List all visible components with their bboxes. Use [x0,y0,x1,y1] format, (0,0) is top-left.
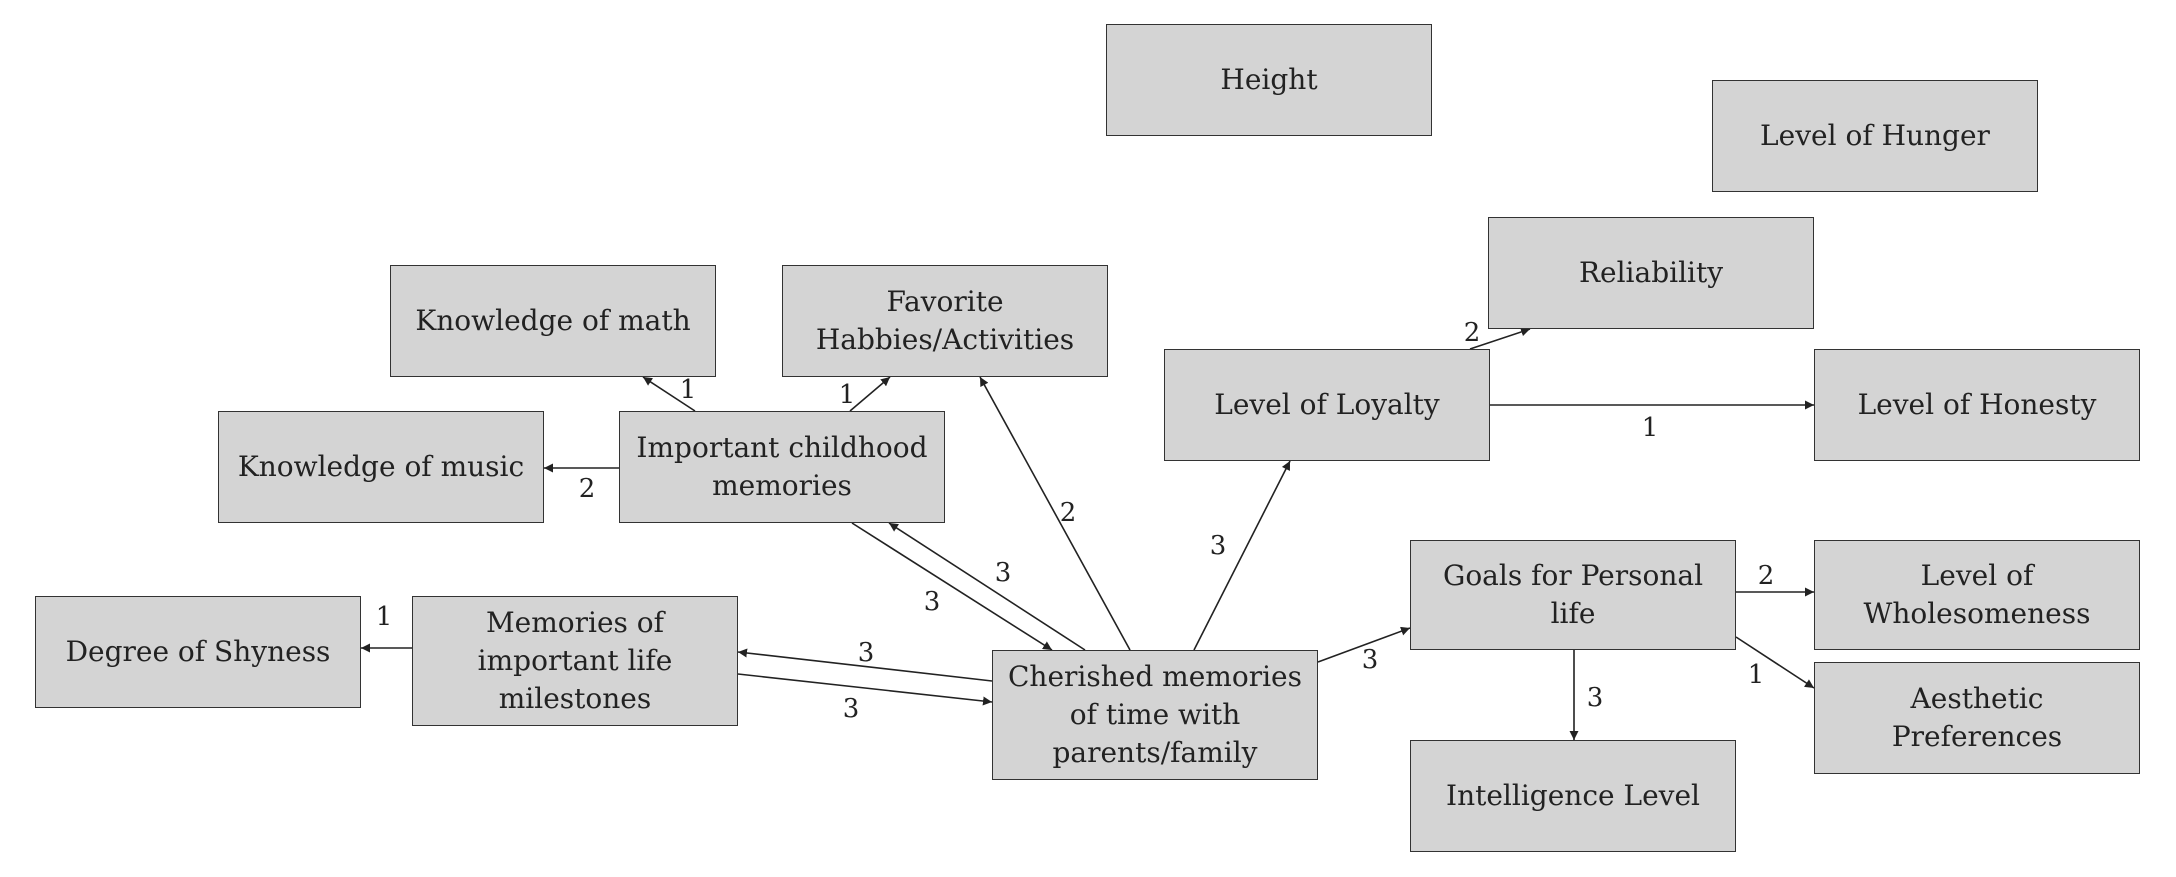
edge-label-loyalty-reliability: 2 [1464,318,1481,348]
edge-label-cherished-childhood: 3 [995,558,1012,588]
edge-childhood-cherished [851,522,1053,651]
node-wholesome: Level of Wholesomeness [1814,540,2140,650]
edge-label-childhood-music: 2 [579,474,596,504]
edge-childhood-math [642,376,696,412]
node-intelligence: Intelligence Level [1410,740,1736,852]
node-honesty: Level of Honesty [1814,349,2140,461]
edge-loyalty-reliability [1469,327,1531,350]
node-reliability: Reliability [1488,217,1814,329]
node-loyalty: Level of Loyalty [1164,349,1490,461]
edge-cherished-childhood [888,522,1086,651]
node-aesthetic: Aesthetic Preferences [1814,662,2140,774]
edge-cherished-loyalty [1193,460,1291,651]
edge-label-loyalty-honesty: 1 [1642,413,1659,443]
edge-milestones-cherished [737,673,993,706]
edge-label-childhood-cherished: 3 [924,587,941,617]
node-goals: Goals for Personal life [1410,540,1736,650]
node-childhood: Important childhood memories [619,411,945,523]
node-hunger: Level of Hunger [1712,80,2038,192]
edge-label-childhood-hobbies: 1 [839,380,856,410]
node-cherished: Cherished memories of time with parents/… [992,650,1318,780]
node-shyness: Degree of Shyness [35,596,361,708]
edge-label-cherished-goals: 3 [1362,645,1379,675]
edge-cherished-hobbies [979,376,1131,651]
edge-cherished-goals [1317,626,1411,663]
edge-label-cherished-loyalty: 3 [1210,531,1227,561]
edge-goals-aesthetic [1735,636,1815,689]
edge-label-cherished-hobbies: 2 [1060,498,1077,528]
node-math: Knowledge of math [390,265,716,377]
edge-childhood-hobbies [849,376,891,412]
node-hobbies: Favorite Habbies/Activities [782,265,1108,377]
edge-label-milestones-cherished: 3 [843,694,860,724]
edge-cherished-milestones [737,648,993,682]
edge-label-childhood-math: 1 [680,375,697,405]
node-height: Height [1106,24,1432,136]
edge-label-goals-aesthetic: 1 [1748,660,1765,690]
edge-label-goals-intelligence: 3 [1587,683,1604,713]
node-milestones: Memories of important life milestones [412,596,738,726]
node-music: Knowledge of music [218,411,544,523]
edge-label-goals-wholesome: 2 [1758,561,1775,591]
edge-label-milestones-shyness: 1 [376,602,393,632]
edge-label-cherished-milestones: 3 [858,638,875,668]
